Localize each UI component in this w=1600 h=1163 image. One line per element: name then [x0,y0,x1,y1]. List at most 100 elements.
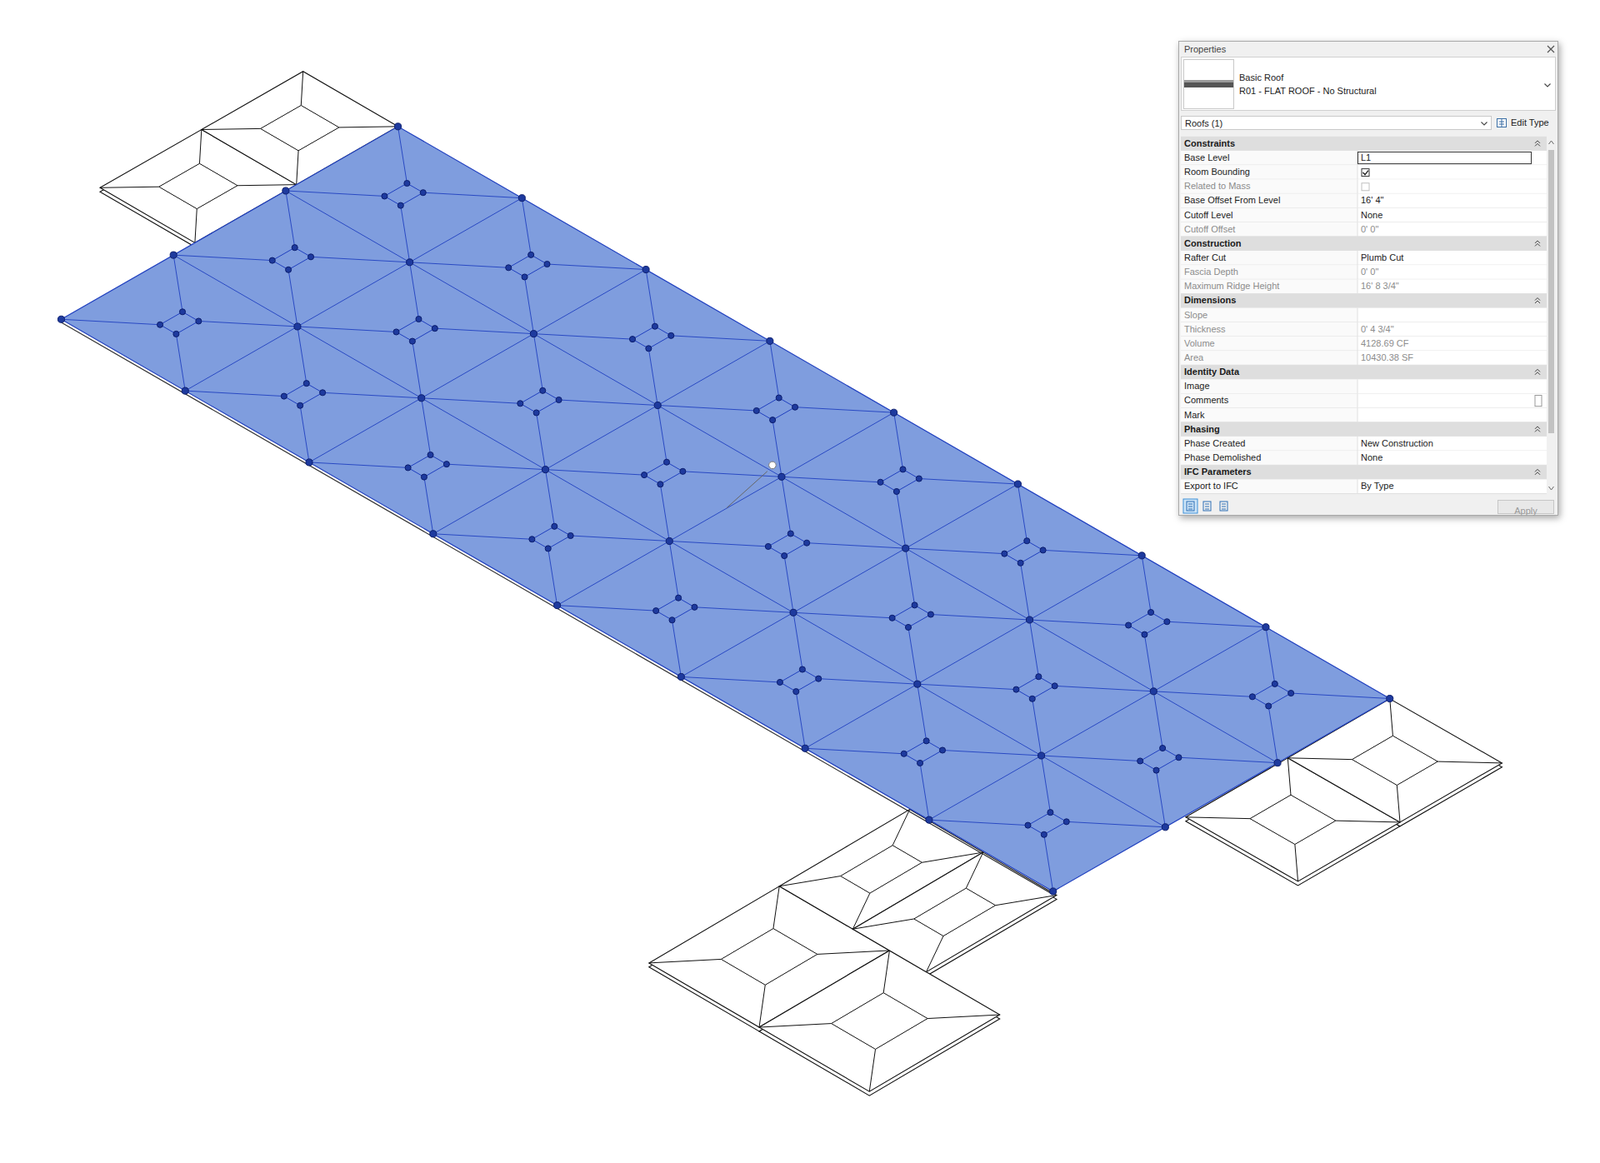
property-name: Phase Demolished [1184,452,1261,464]
slope-point [418,395,425,402]
property-cell: Dimensions [1184,295,1236,306]
property-name: Cutoff Offset [1184,224,1235,235]
drain-point [669,617,675,624]
property-cell: Constraints [1184,138,1235,150]
roof-drain [531,526,570,550]
drain-point [381,193,388,200]
property-cell: Rafter Cut [1184,252,1226,264]
drain-point [663,459,670,465]
drain-point [657,481,664,488]
drain-point [397,202,404,209]
property-name: Room Bounding [1184,166,1250,178]
property-value: 0' 0" [1360,224,1379,235]
property-cell: New Construction [1360,438,1434,450]
property-cell: Base Offset From Level [1184,195,1280,206]
property-cell: Cutoff Offset [1184,224,1235,235]
drain-point [792,404,799,410]
drain-point [285,266,292,273]
property-cell: Phase Demolished [1184,452,1261,464]
slope-point [677,673,685,680]
drain-point [753,407,760,414]
property-cell: Volume [1184,338,1215,350]
text-slot: R01 - FLAT ROOF - No Structural [1239,85,1377,97]
property-value: 0' 4 3/4" [1360,324,1395,335]
cursor-line [726,471,768,509]
drain-point [1040,831,1047,838]
drain-point [893,488,900,495]
drain-point [173,330,180,337]
property-name: Base Level [1184,152,1230,164]
drain-point [555,396,562,403]
dropdown-arrow [1545,84,1551,88]
section-header: IFC Parameters [1184,466,1252,478]
button-text: Edit Type [1510,117,1550,129]
collapse-icon [1535,240,1540,247]
property-cell: 16' 8 3/4" [1360,280,1400,292]
drain-point [675,595,682,601]
slope-point [294,323,301,330]
property-cell: Area [1184,352,1204,364]
drain-point [1029,695,1035,702]
drain-point [431,325,438,332]
property-name: Slope [1184,310,1208,321]
property-value: New Construction [1360,438,1434,450]
property-cell: L1 [1360,152,1371,164]
property-value: L1 [1360,152,1371,164]
property-cell: None [1360,452,1383,464]
drain-point [567,532,574,539]
section-header: Phasing [1184,424,1220,435]
slope-point [665,537,673,545]
slope-point [1262,624,1270,631]
drain-point [1164,619,1170,625]
property-cell: Identity Data [1184,366,1240,378]
roof-drain [1004,540,1043,564]
drain-point [877,479,884,485]
drain-point [1024,538,1030,545]
property-cell: Slope [1184,310,1208,321]
slope-point [541,466,549,474]
property-grid [1180,136,1547,495]
slope-point [1038,752,1045,760]
property-cell: Phasing [1184,424,1220,435]
property-value: Plumb Cut [1360,252,1404,264]
property-cell: Thickness [1184,324,1226,335]
roof-drain [655,598,695,621]
drain-point [900,750,907,757]
drain-point [939,747,945,754]
edit-field-button [1535,395,1542,407]
property-cell: 0' 4 3/4" [1360,324,1395,335]
slope-point [181,387,189,395]
property-cell: 10430.38 SF [1360,352,1414,364]
slope-point [1274,760,1281,767]
roof-drain [644,462,683,485]
properties-panel: PropertiesConstraintsBase LevelL1Room Bo… [1178,40,1559,516]
roof-drain [1128,612,1167,635]
slope-point [1150,688,1157,695]
property-cell: Cutoff Level [1184,210,1234,221]
close-icon [1547,45,1555,53]
property-cell: 4128.69 CF [1360,338,1409,350]
slope-point [282,187,290,195]
drain-point [804,540,810,546]
property-name: Comments [1184,395,1229,406]
drain-point [680,468,686,475]
roof-drain [384,183,423,206]
drain-point [404,180,410,186]
slope-point [914,680,921,688]
drain-point [799,666,805,673]
slope-point [890,409,898,416]
property-name: Export to IFC [1184,480,1239,492]
property-cell: 16' 4" [1360,195,1384,206]
drain-point [269,257,275,264]
slope-point [170,251,177,259]
drain-point [668,332,675,339]
checkbox [1361,183,1370,191]
text-slot: Basic Roof [1239,72,1284,84]
slope-point [1025,616,1033,624]
drain-point [529,536,535,543]
dropdown-text: Roofs (1) [1185,118,1223,130]
drain-point [691,604,698,610]
roof-drain [1140,748,1179,771]
slope-point [1138,552,1145,560]
drain-point [905,624,911,630]
